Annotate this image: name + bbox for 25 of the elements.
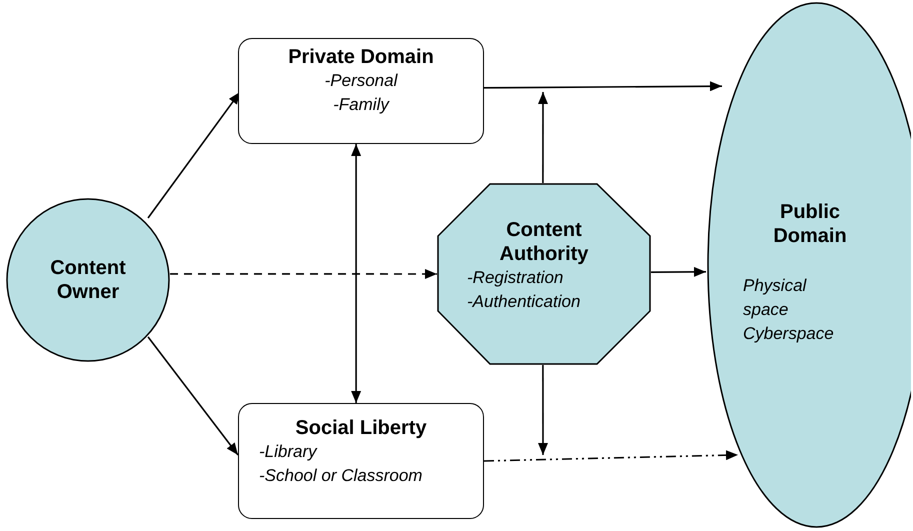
- rounded-box: [238, 38, 484, 144]
- arrow: [651, 266, 706, 277]
- arrow: [538, 92, 548, 183]
- rounded-box: [238, 403, 484, 519]
- arrow: [484, 81, 722, 92]
- arrow: [538, 365, 548, 455]
- dashed-arrow: [484, 450, 738, 462]
- node-title: Private Domain: [287, 45, 435, 69]
- node-item: -Authentication: [467, 291, 580, 313]
- node-title: Content Owner: [49, 256, 127, 304]
- node-item: -Registration: [467, 267, 564, 290]
- node-title: Public Domain: [772, 200, 848, 248]
- dashed-arrow: [170, 269, 437, 279]
- node-item: Physical space: [743, 275, 808, 321]
- node-item: -Personal: [324, 70, 399, 92]
- arrow: [147, 336, 239, 456]
- node-item: -Library: [259, 441, 317, 463]
- node-title: Social Liberty: [294, 416, 428, 440]
- node-title: Content Authority: [498, 218, 590, 266]
- octagon-node: [437, 183, 651, 365]
- arrow: [351, 144, 362, 403]
- node-item: -Family: [332, 94, 391, 116]
- circle-node: [6, 198, 170, 362]
- node-item: -School or Classroom: [259, 464, 422, 487]
- node-item: Cyberspace: [743, 322, 834, 345]
